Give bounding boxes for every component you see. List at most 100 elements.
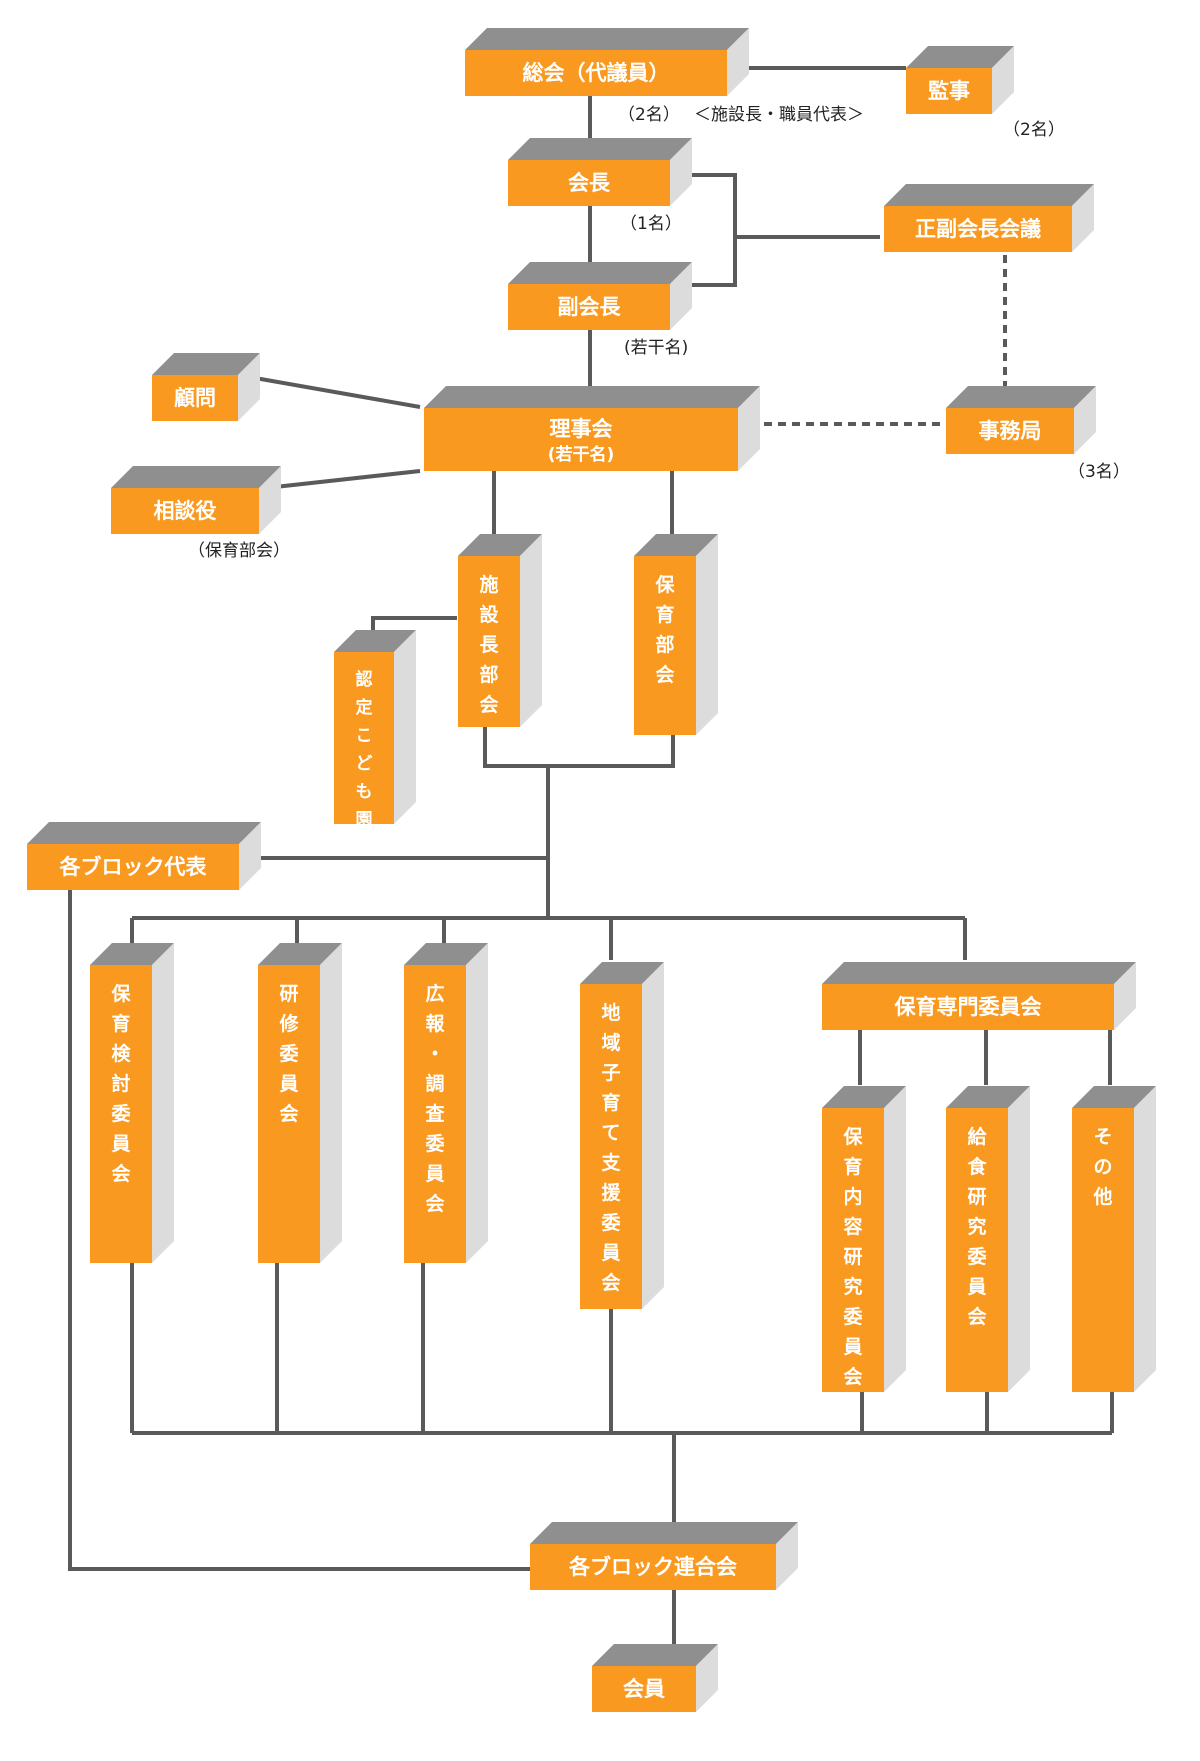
box-side-face: [696, 1644, 718, 1712]
box-top-face: [111, 466, 281, 488]
box-label: 会員: [623, 1677, 665, 1701]
box-chiiki: 地域子育て支援委員会: [580, 962, 664, 1309]
line-sodanyaku-rijikai: [274, 469, 421, 489]
box-side-face: [738, 386, 760, 471]
box-front-face: [258, 965, 320, 1263]
box-side-face: [1072, 184, 1094, 252]
box-label: 監事: [928, 79, 970, 103]
box-front-face: [530, 1544, 776, 1590]
box-shisetsucho: 施設長部会: [458, 534, 542, 727]
box-top-face: [334, 630, 416, 652]
box-front-face: [884, 206, 1072, 252]
box-top-face: [946, 1086, 1030, 1108]
line-komon-rijikai: [254, 376, 421, 409]
box-side-face: [520, 534, 542, 727]
box-front-face: [404, 965, 466, 1263]
box-top-face: [884, 184, 1094, 206]
box-soukai: 総会（代議員）: [465, 28, 749, 96]
box-top-face: [27, 822, 261, 844]
box-hoiku-kento: 保育検討委員会: [90, 943, 174, 1263]
note-shisetsucho-shokuin: ＜施設長・職員代表＞: [694, 105, 864, 125]
box-senmon: 保育専門委員会: [822, 962, 1136, 1030]
box-side-face: [1074, 386, 1096, 454]
box-side-face: [152, 943, 174, 1263]
box-side-face: [776, 1522, 798, 1590]
box-top-face: [90, 943, 174, 965]
box-sublabel: (若干名): [548, 444, 615, 465]
box-side-face: [259, 466, 281, 534]
box-top-face: [530, 1522, 798, 1544]
box-kyushoku: 給食研究委員会: [946, 1086, 1030, 1392]
box-side-face: [992, 46, 1014, 114]
box-side-face: [1134, 1086, 1156, 1392]
line-kaicho-bracket: [670, 173, 737, 287]
box-front-face: [458, 556, 520, 727]
box-label: 総会（代議員）: [523, 61, 670, 85]
box-label-vertical: その他: [1092, 1126, 1112, 1208]
box-front-face: [906, 68, 992, 114]
box-komon: 顧問: [152, 353, 260, 421]
box-nintei: 認定こども園部会: [334, 630, 416, 886]
box-label: 相談役: [154, 499, 217, 523]
box-sonota: その他: [1072, 1086, 1156, 1392]
box-side-face: [320, 943, 342, 1263]
box-top-face: [946, 386, 1096, 408]
box-block-daihyo: 各ブロック代表: [27, 822, 261, 890]
box-front-face: [508, 284, 670, 330]
box-kanji: 監事: [906, 46, 1014, 114]
box-label-vertical: 地域子育て支援委員会: [600, 1001, 621, 1294]
box-top-face: [152, 353, 260, 375]
box-kenshu: 研修委員会: [258, 943, 342, 1263]
box-rijikai: 理事会(若干名): [424, 386, 760, 471]
box-side-face: [1008, 1086, 1030, 1392]
box-hoiku-bukai: 保育部会: [634, 534, 718, 735]
box-top-face: [508, 262, 692, 284]
box-front-face: [424, 408, 738, 471]
box-top-face: [1072, 1086, 1156, 1108]
box-front-face: [334, 652, 394, 824]
note-daigiin-count: （2名）: [618, 105, 680, 125]
box-label-vertical: 給食研究委員会: [966, 1125, 987, 1328]
box-side-face: [727, 28, 749, 96]
note-kaicho-count: （1名）: [620, 214, 682, 234]
box-side-face: [670, 262, 692, 330]
box-top-face: [634, 534, 718, 556]
box-label: 会長: [568, 171, 611, 195]
box-front-face: [580, 984, 642, 1309]
box-label-vertical: 研修委員会: [278, 983, 299, 1125]
box-side-face: [466, 943, 488, 1263]
box-front-face: [946, 408, 1074, 454]
box-front-face: [592, 1666, 696, 1712]
box-label: 正副会長会議: [915, 217, 1041, 241]
note-sodanyaku: （保育部会）: [188, 541, 290, 561]
line-bukai-join: [483, 727, 675, 768]
box-side-face: [642, 962, 664, 1309]
box-label: 保育専門委員会: [894, 995, 1042, 1019]
box-top-face: [404, 943, 488, 965]
box-label-vertical: 広報・調査委員会: [424, 982, 445, 1215]
box-top-face: [465, 28, 749, 50]
box-label-vertical: 施設長部会: [479, 573, 499, 716]
box-label: 各ブロック連合会: [568, 1555, 737, 1579]
box-front-face: [111, 488, 259, 534]
box-side-face: [394, 630, 416, 824]
box-top-face: [424, 386, 760, 408]
box-front-face: [90, 965, 152, 1263]
box-label: 顧問: [174, 386, 216, 410]
box-side-face: [884, 1086, 906, 1392]
box-top-face: [580, 962, 664, 984]
box-side-face: [1114, 962, 1136, 1030]
notes: （2名） ＜施設長・職員代表＞ （2名） （1名） (若干名) （3名） （保育…: [188, 105, 1130, 561]
box-top-face: [906, 46, 1014, 68]
box-front-face: [1072, 1108, 1134, 1392]
box-front-face: [634, 556, 696, 735]
box-fukukaicho: 副会長: [508, 262, 692, 330]
connector-lines: [68, 66, 1114, 1680]
box-front-face: [27, 844, 239, 890]
box-front-face: [465, 50, 727, 96]
org-boxes: 総会（代議員）監事会長正副会長会議副会長顧問理事会(若干名)事務局相談役施設長部…: [27, 28, 1156, 1712]
box-koho: 広報・調査委員会: [404, 943, 488, 1263]
box-label-vertical: 認定こども園部会: [356, 669, 373, 886]
